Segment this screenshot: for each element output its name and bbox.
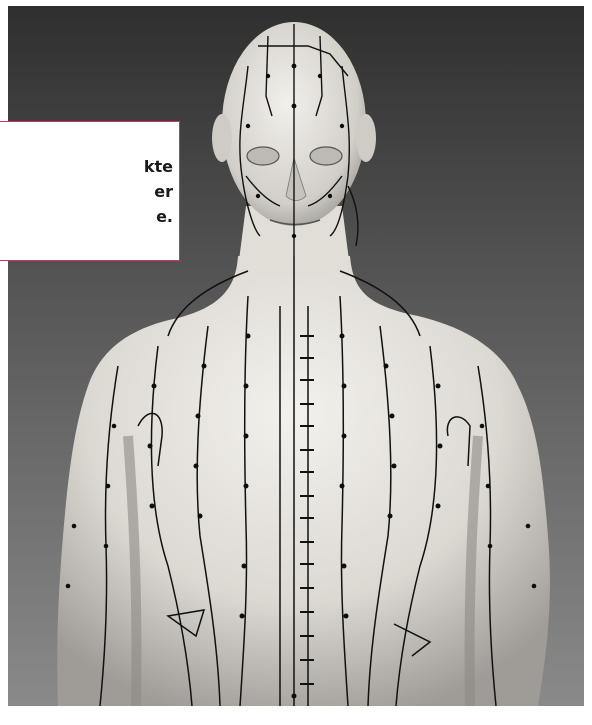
callout-line-3: e.	[144, 204, 173, 229]
acupuncture-model-figure	[8, 6, 584, 706]
callout-line-2: er	[144, 179, 173, 204]
left-ear	[212, 114, 232, 162]
right-ear	[356, 114, 376, 162]
left-eye	[247, 147, 279, 165]
callout-line-1: kte	[144, 154, 173, 179]
acupuncture-model-photo	[8, 6, 584, 706]
right-eye	[310, 147, 342, 165]
